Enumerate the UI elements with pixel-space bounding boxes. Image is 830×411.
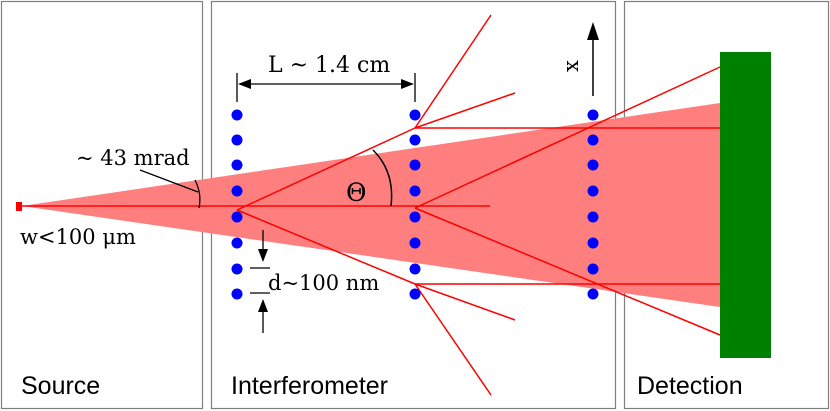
grating-2 — [409, 109, 421, 300]
source-title: Source — [21, 372, 100, 400]
detection-title: Detection — [637, 372, 743, 400]
period-label: d~100 nm — [268, 271, 379, 295]
source-slit — [16, 202, 22, 211]
length-dimension — [236, 73, 416, 102]
length-label: L ~ 1.4 cm — [268, 53, 390, 78]
theta-arc — [372, 149, 393, 207]
beam-cone — [22, 103, 720, 307]
rays-second-grating — [414, 14, 721, 396]
divergence-label: ~ 43 mrad — [76, 146, 190, 170]
period-dimension — [250, 230, 270, 333]
grating-3 — [587, 109, 599, 300]
x-axis-arrow — [587, 22, 599, 96]
interferometer-title: Interferometer — [231, 372, 388, 400]
source-width-label: w<100 μm — [20, 225, 136, 249]
divergence-leader — [139, 169, 199, 193]
rays-first-grating — [236, 127, 720, 285]
detector-screen — [720, 52, 771, 358]
grating-1 — [231, 109, 243, 300]
x-axis-label: x — [559, 60, 583, 72]
divergence-arc — [194, 179, 201, 209]
theta-label: Θ — [346, 178, 367, 207]
